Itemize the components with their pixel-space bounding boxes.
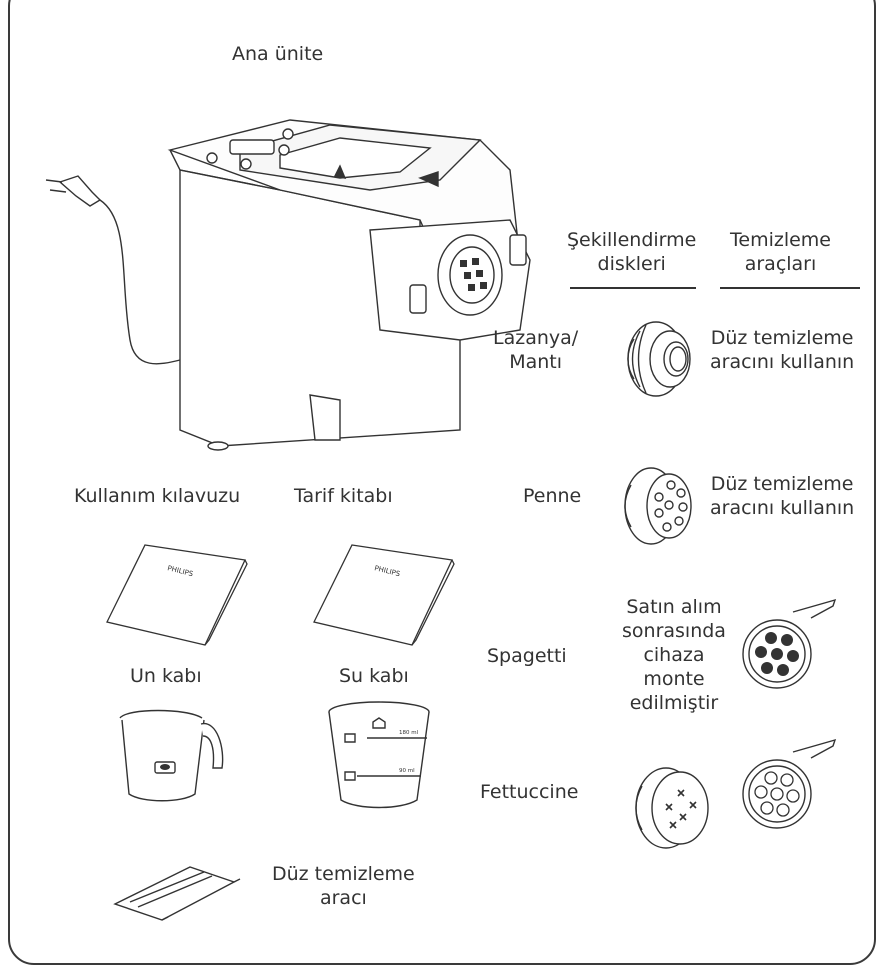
water-cup-illustration: 180 ml 90 ml <box>327 700 437 810</box>
main-unit-illustration <box>40 110 540 450</box>
water-cup-label: Su kabı <box>339 665 409 687</box>
shaping-discs-rule <box>570 287 696 289</box>
cleaning-tools-header: Temizleme araçları <box>730 229 831 275</box>
lasagna-disc-illustration <box>620 319 700 399</box>
recipe-book-label: Tarif kitabı <box>294 485 393 507</box>
row-spaghetti-tool: Satın alım sonrasında cihaza monte edilm… <box>622 596 726 714</box>
water-cup-mark-90: 90 ml <box>399 768 415 774</box>
spaghetti-cleaning-tool-illustration <box>741 598 841 698</box>
page-frame <box>8 0 876 965</box>
flat-cleaning-tool-illustration <box>110 862 240 922</box>
fettuccine-disc-illustration <box>628 762 718 852</box>
flour-cup-label: Un kabı <box>130 665 202 687</box>
penne-disc-illustration <box>619 463 699 549</box>
manual-label: Kullanım kılavuzu <box>74 485 241 507</box>
flat-cleaning-tool-label: Düz temizleme aracı <box>272 863 415 909</box>
manual-booklet-illustration: PHILIPS <box>105 540 255 650</box>
fettuccine-cleaning-tool-illustration <box>741 738 841 838</box>
row-lasagna-tool: Düz temizleme aracını kullanın <box>710 327 855 373</box>
recipe-book-illustration: PHILIPS <box>312 540 462 650</box>
cleaning-tools-rule <box>720 287 860 289</box>
row-penne-label: Penne <box>523 485 582 507</box>
row-lasagna-label: Lazanya/ Mantı <box>493 327 579 373</box>
shaping-discs-header: Şekillendirme diskleri <box>567 229 697 275</box>
flour-cup-illustration <box>117 708 232 803</box>
row-penne-tool: Düz temizleme aracını kullanın <box>710 473 855 519</box>
water-cup-mark-180: 180 ml <box>399 730 419 736</box>
row-fettuccine-label: Fettuccine <box>480 781 579 803</box>
row-spaghetti-label: Spagetti <box>487 645 567 667</box>
main-unit-label: Ana ünite <box>232 43 324 65</box>
